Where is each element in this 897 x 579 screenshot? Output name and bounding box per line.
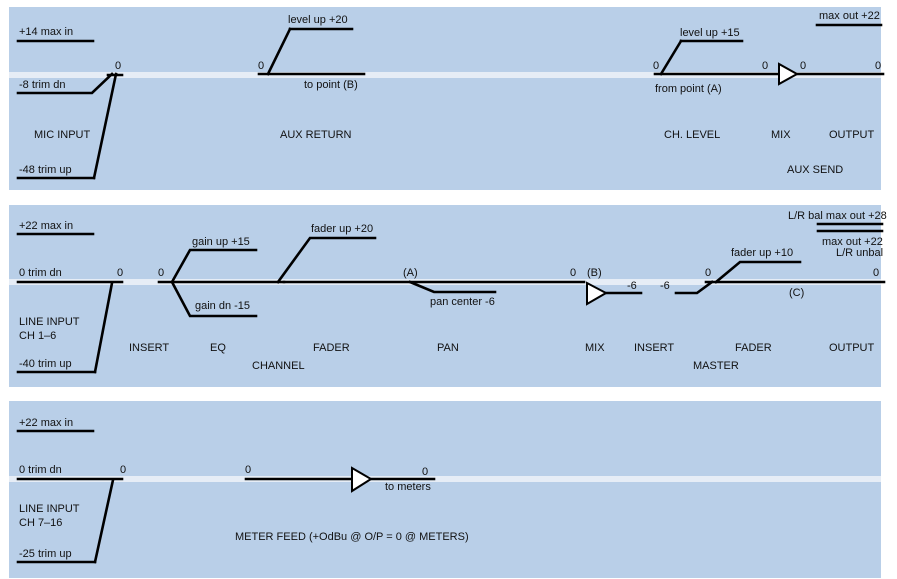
insert-in-label: -6 bbox=[660, 280, 670, 292]
pan-center-label: pan center -6 bbox=[430, 296, 495, 308]
aux-send-label: AUX SEND bbox=[787, 164, 843, 176]
point-b-label: (B) bbox=[587, 267, 602, 279]
ch-level-label: CH. LEVEL bbox=[664, 129, 720, 141]
mix-amp-icon bbox=[586, 281, 609, 306]
panel-background bbox=[9, 401, 881, 578]
fader-up-10-label: fader up +10 bbox=[731, 247, 793, 259]
master-label: MASTER bbox=[693, 360, 739, 372]
trim-up-label: -25 trim up bbox=[19, 548, 72, 560]
output-zero-label: 0 bbox=[873, 267, 879, 279]
to-meters-label: to meters bbox=[385, 481, 431, 493]
mic-input-label: MIC INPUT bbox=[34, 129, 91, 141]
from-zero-label: 0 bbox=[653, 60, 659, 72]
output-zero-label: 0 bbox=[875, 60, 881, 72]
pan-center-line bbox=[408, 280, 497, 294]
channel-label: CHANNEL bbox=[252, 360, 305, 372]
meter-feed-label: METER FEED (+OdBu @ O/P = 0 @ METERS) bbox=[235, 531, 469, 543]
trim-dn-label: -8 trim dn bbox=[19, 79, 65, 91]
fader-label: FADER bbox=[735, 342, 772, 354]
meter-amp-icon bbox=[351, 466, 373, 493]
meter-zero-label: 0 bbox=[422, 466, 428, 478]
panel-mic-input-aux: +14 max in -8 trim dn 0 MIC INPUT -48 tr… bbox=[9, 7, 885, 190]
mix-label: MIX bbox=[771, 129, 791, 141]
to-point-b-label: to point (B) bbox=[304, 79, 358, 91]
trim-dn-label: 0 trim dn bbox=[19, 464, 62, 476]
lr-bal-label: L/R bal max out +28 bbox=[788, 210, 887, 222]
max-in-label: +14 max in bbox=[19, 26, 73, 38]
panel-background bbox=[9, 7, 881, 190]
input-level-ramp bbox=[93, 281, 114, 374]
level-up-20-label: level up +20 bbox=[288, 14, 348, 26]
panel-line-input-ch7-16: +22 max in 0 trim dn 0 LINE INPUT CH 7–1… bbox=[9, 401, 881, 578]
eq-zero-label: 0 bbox=[158, 267, 164, 279]
gain-up-label: gain up +15 bbox=[192, 236, 250, 248]
from-point-a-label: from point (A) bbox=[655, 83, 722, 95]
aux-return-level-ramp bbox=[266, 27, 292, 76]
level-up-15-label: level up +15 bbox=[680, 27, 740, 39]
fader-up-10-line bbox=[714, 260, 802, 284]
pan-label: PAN bbox=[437, 342, 459, 354]
aux-return-zero-label: 0 bbox=[258, 60, 264, 72]
output-label: OUTPUT bbox=[829, 342, 875, 354]
mic-zero-label: 0 bbox=[115, 60, 121, 72]
mic-level-ramp bbox=[92, 72, 118, 180]
mix-zero-out-label: 0 bbox=[800, 60, 806, 72]
mix-amp-icon bbox=[778, 62, 800, 86]
point-a-label: (A) bbox=[403, 267, 418, 279]
fader-label: FADER bbox=[313, 342, 350, 354]
fader-zero-label: 0 bbox=[705, 267, 711, 279]
gain-up-line bbox=[170, 248, 258, 284]
line-input-label-2: CH 1–6 bbox=[19, 330, 56, 342]
ch-level-ramp bbox=[659, 39, 683, 76]
trim-dn-label: 0 trim dn bbox=[19, 267, 62, 279]
trim-up-label: -48 trim up bbox=[19, 164, 72, 176]
line-input-label-1: LINE INPUT bbox=[19, 503, 80, 515]
eq-label: EQ bbox=[210, 342, 226, 354]
zero-reference-line bbox=[9, 476, 881, 482]
output-label: OUTPUT bbox=[829, 129, 875, 141]
max-in-label: +22 max in bbox=[19, 220, 73, 232]
mix-label: MIX bbox=[585, 342, 605, 354]
panel-line-input-ch1-6: +22 max in 0 trim dn 0 LINE INPUT CH 1–6… bbox=[9, 205, 887, 387]
mix-zero-label: 0 bbox=[570, 267, 576, 279]
max-out-22-label: max out +22 bbox=[819, 10, 880, 22]
feed-zero-label: 0 bbox=[245, 464, 251, 476]
max-in-label: +22 max in bbox=[19, 417, 73, 429]
trim-up-label: -40 trim up bbox=[19, 358, 72, 370]
lr-unbal-label: L/R unbal bbox=[836, 247, 883, 259]
fader-up-line bbox=[276, 236, 377, 284]
trim-dn-line bbox=[16, 72, 114, 95]
gain-dn-label: gain dn -15 bbox=[195, 300, 250, 312]
mix-out-label: -6 bbox=[627, 280, 637, 292]
input-level-ramp bbox=[93, 478, 115, 564]
line-input-label-1: LINE INPUT bbox=[19, 316, 80, 328]
input-zero-label: 0 bbox=[120, 464, 126, 476]
aux-return-label: AUX RETURN bbox=[280, 129, 352, 141]
mix-zero-in-label: 0 bbox=[762, 60, 768, 72]
line-input-label-2: CH 7–16 bbox=[19, 517, 62, 529]
max-out-22-label: max out +22 bbox=[822, 236, 883, 248]
fader-up-20-label: fader up +20 bbox=[311, 223, 373, 235]
insert-in-line bbox=[674, 280, 714, 295]
gain-dn-line bbox=[170, 280, 258, 318]
zero-reference-line bbox=[9, 72, 881, 78]
insert-label: INSERT bbox=[129, 342, 169, 354]
point-c-label: (C) bbox=[789, 287, 804, 299]
panel-background bbox=[9, 205, 881, 387]
input-zero-label: 0 bbox=[117, 267, 123, 279]
insert-label: INSERT bbox=[634, 342, 674, 354]
